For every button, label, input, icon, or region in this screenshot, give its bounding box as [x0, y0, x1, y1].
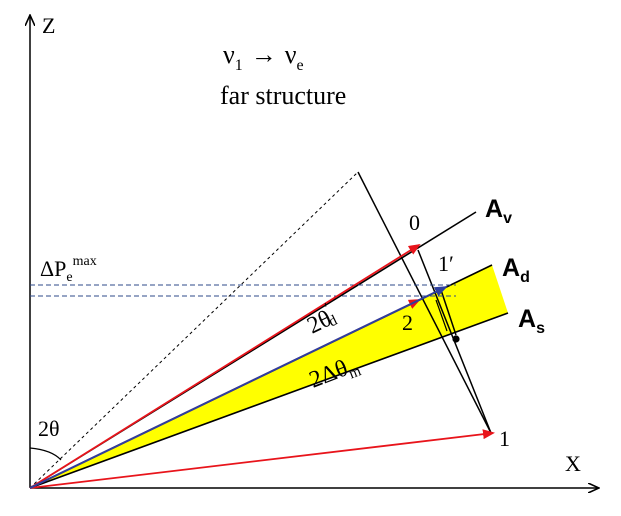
dot-on-a-s [452, 335, 460, 343]
x-axis-label: X [565, 451, 581, 476]
red-vector-1 [29, 429, 495, 489]
z-axis-label: Z [42, 13, 55, 38]
ray-a-s [29, 312, 509, 489]
label-a-v: Av [485, 195, 512, 227]
red-vector-0 [29, 243, 421, 489]
transition-label: ν1→νe [223, 40, 304, 74]
label-a-d: Ad [502, 254, 530, 286]
label-point-1prime: 1′ [438, 251, 454, 276]
yellow-band [30, 265, 508, 488]
label-point-1: 1 [499, 426, 510, 451]
label-delta-p: ΔPemax [40, 254, 97, 285]
segment-2-tick [435, 299, 448, 332]
segment-1prime [440, 289, 457, 336]
structure-label: far structure [220, 81, 346, 110]
label-point-0: 0 [409, 210, 420, 235]
angle-arc-2theta [29, 447, 62, 461]
blue-vector [29, 286, 448, 489]
label-point-2: 2 [402, 310, 413, 335]
dotted-guide-line [29, 171, 359, 489]
label-a-s: As [518, 305, 545, 337]
label-two-theta: 2θ [38, 416, 60, 441]
measuring-line [357, 171, 492, 434]
